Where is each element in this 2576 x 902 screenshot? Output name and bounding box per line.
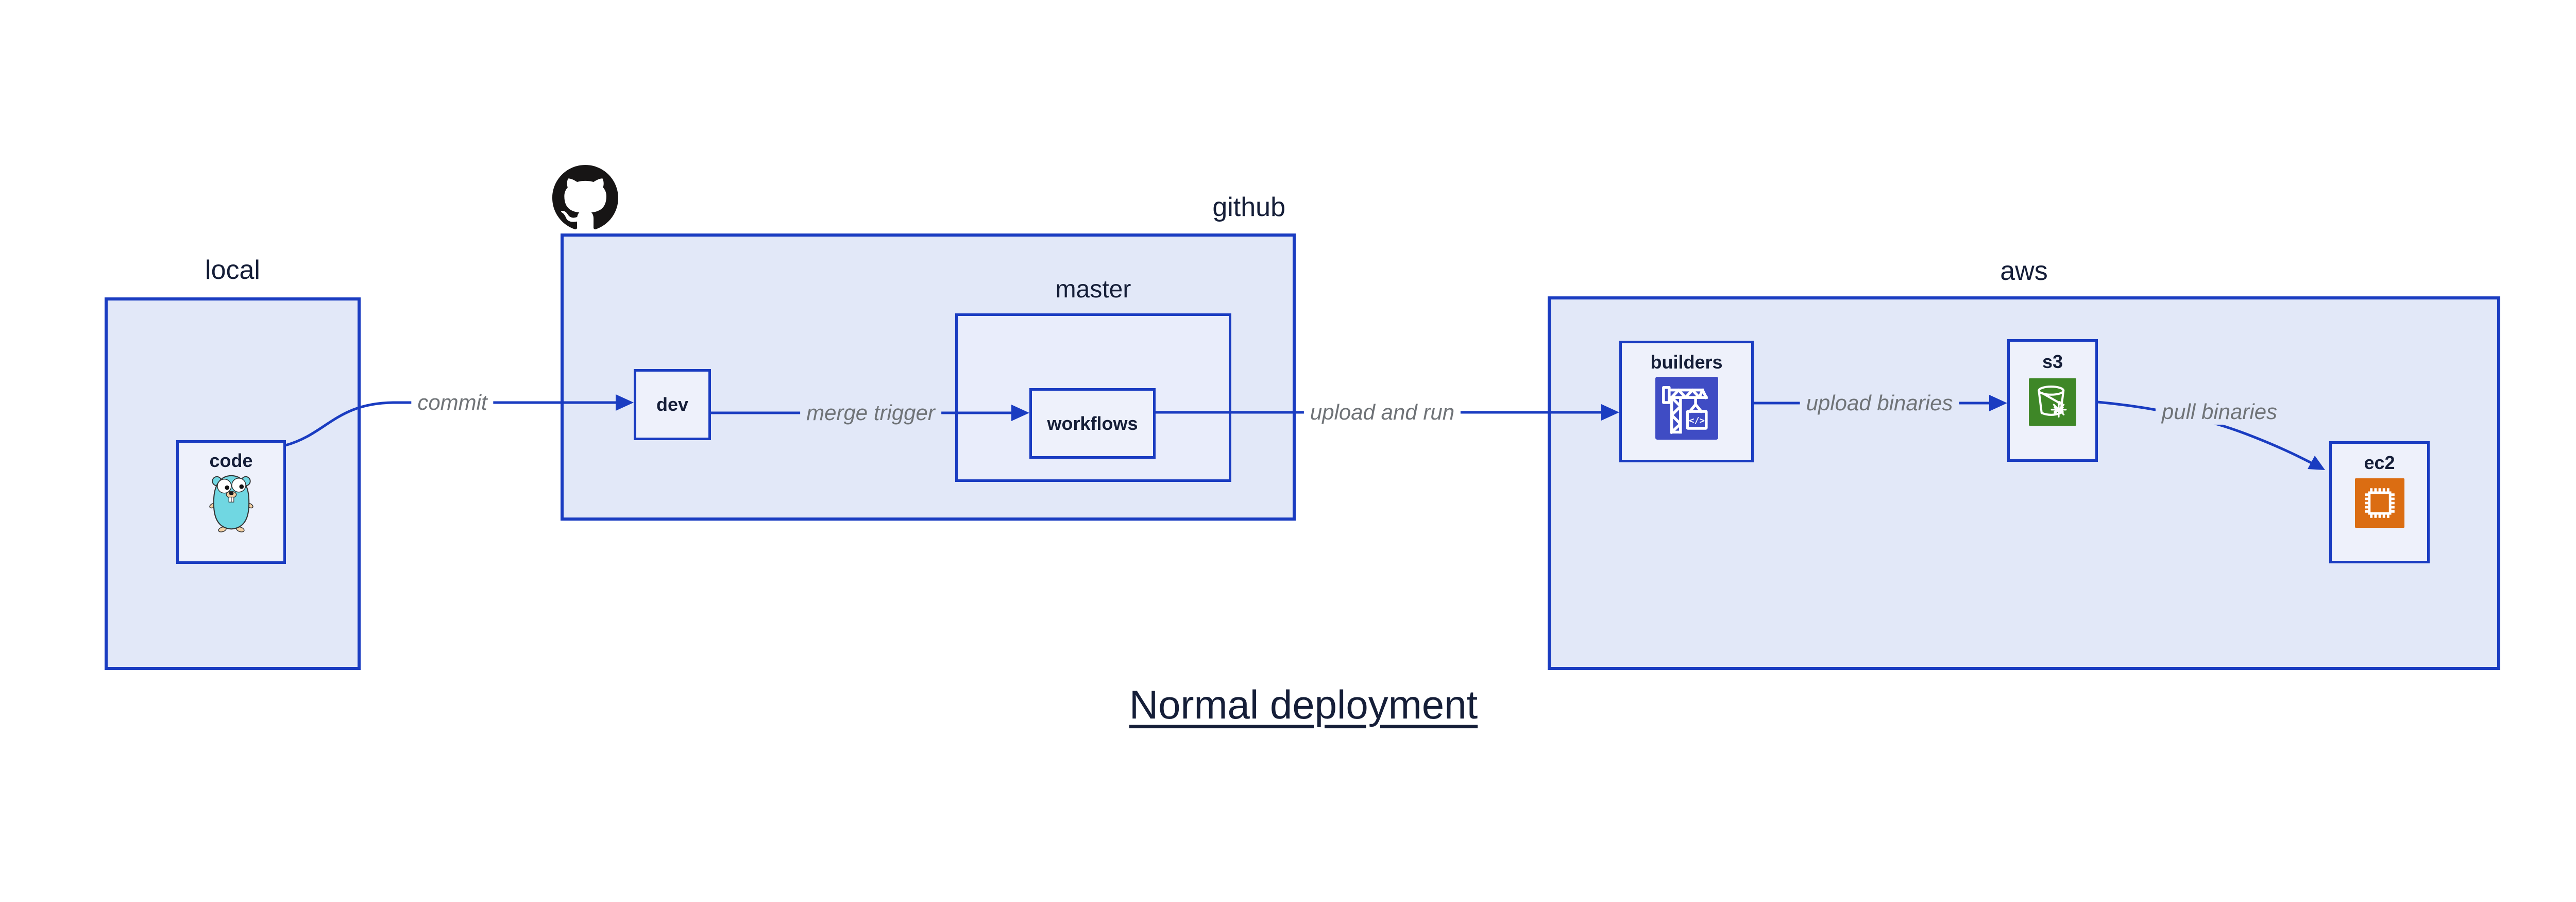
node-s3: s3: [2007, 339, 2098, 462]
node-label-code: code: [209, 450, 253, 471]
edge-label-commit: commit: [411, 389, 494, 416]
container-label-aws: aws: [2000, 256, 2048, 286]
aws-s3-glacier-bucket-icon: [2029, 378, 2076, 426]
github-octocat-icon: [552, 165, 618, 229]
container-label-github: github: [1212, 192, 1285, 222]
node-label-s3: s3: [2042, 351, 2063, 372]
diagram-title-text: Normal deployment: [1129, 682, 1478, 727]
edge-label-upload-and-run: upload and run: [1303, 399, 1461, 426]
edge-label-upload-binaries: upload binaries: [1800, 390, 1959, 416]
code-glyph: </>: [1689, 416, 1705, 426]
container-label-master: master: [1055, 276, 1131, 303]
node-code: code: [176, 440, 286, 564]
go-gopher-icon: [209, 475, 253, 533]
node-label-builders: builders: [1650, 352, 1723, 373]
node-label-workflows: workflows: [1047, 412, 1138, 434]
node-builders: builders </>: [1619, 341, 1754, 462]
aws-codebuild-crane-icon: </>: [1655, 377, 1718, 440]
node-dev: dev: [634, 369, 711, 440]
node-ec2: ec2: [2329, 441, 2430, 563]
node-label-dev: dev: [656, 394, 689, 415]
node-workflows: workflows: [1029, 388, 1156, 459]
diagram-title: Normal deployment: [1046, 681, 1561, 728]
aws-ec2-chip-icon: [2354, 478, 2404, 528]
edge-label-merge-trigger: merge trigger: [800, 399, 941, 426]
container-label-local: local: [205, 255, 260, 285]
node-label-ec2: ec2: [2364, 452, 2395, 473]
edge-label-pull-binaries: pull binaries: [2155, 398, 2284, 425]
